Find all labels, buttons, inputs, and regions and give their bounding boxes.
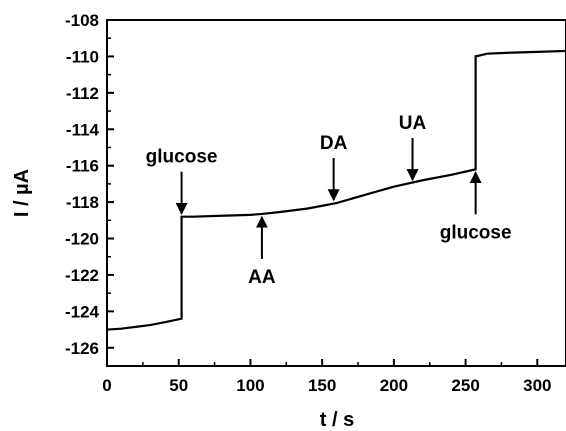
annotation: DA — [320, 133, 348, 202]
annotation-label: glucose — [146, 147, 218, 168]
y-tick-label: -114 — [66, 120, 100, 139]
y-tick-label: -116 — [66, 157, 99, 176]
y-tick-label: -120 — [65, 230, 99, 249]
y-tick-label: -122 — [65, 266, 99, 285]
annotation: glucose — [440, 171, 512, 243]
y-tick-label: -108 — [65, 11, 99, 30]
y-tick-label: -124 — [65, 302, 100, 321]
annotation-label: glucose — [440, 222, 512, 243]
y-tick-label: -110 — [66, 47, 99, 66]
series-line — [106, 49, 566, 331]
y-tick-label: -118 — [66, 193, 99, 212]
x-tick-label: 50 — [169, 376, 188, 395]
x-tick-label: 150 — [308, 376, 336, 395]
x-tick-label: 0 — [102, 376, 111, 395]
annotation-label: DA — [320, 133, 348, 154]
y-tick-label: -126 — [65, 339, 99, 358]
y-axis: -126 -124 -122 -120 -118 -116 -114 -112 -110 -108 — [65, 11, 114, 367]
x-tick-label: 100 — [236, 376, 264, 395]
x-axis: 0 50 100 150 200 250 300 — [102, 359, 552, 395]
annotation: UA — [399, 113, 427, 182]
x-tick-label: 250 — [451, 376, 479, 395]
x-tick-label: 300 — [523, 376, 551, 395]
annotation: glucose — [146, 147, 218, 215]
annotation-label: AA — [248, 267, 276, 288]
plot-frame — [106, 19, 566, 367]
y-tick-label: -112 — [66, 84, 99, 103]
y-axis-title: I / µA — [11, 169, 33, 217]
annotation-label: UA — [399, 113, 427, 134]
x-axis-title: t / s — [320, 409, 354, 431]
annotation: AA — [248, 215, 276, 288]
x-tick-label: 200 — [380, 376, 408, 395]
